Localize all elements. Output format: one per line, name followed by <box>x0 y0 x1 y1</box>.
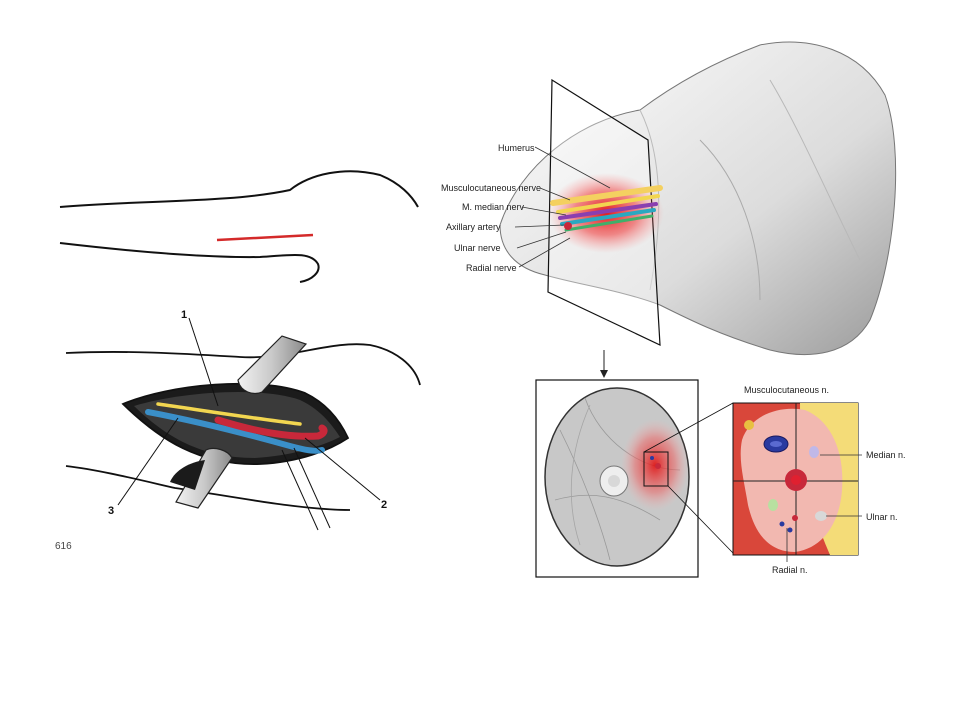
label-radial-nerve: Radial nerve <box>466 263 517 273</box>
label-median-detail: Median n. <box>866 450 906 460</box>
label-3: 3 <box>108 505 114 517</box>
label-ulnar-nerve: Ulnar nerve <box>454 243 501 253</box>
cross-section <box>535 379 734 578</box>
label-axillary-artery: Axillary artery <box>446 222 501 232</box>
retractor-bottom <box>175 447 233 509</box>
arm-outline-sketch <box>59 170 419 283</box>
label-2: 2 <box>381 499 387 511</box>
artery-structure <box>214 416 328 440</box>
surgical-exposure: 1 2 3 616 <box>55 309 421 552</box>
vein-structure <box>145 409 325 454</box>
page-mark: 616 <box>55 541 72 552</box>
arm-illustration: Humerus Musculocutaneous nerve M. median… <box>441 41 897 378</box>
label-musculocutaneous-nerve: Musculocutaneous nerve <box>441 183 541 193</box>
arm-body <box>499 41 897 355</box>
retractor-top <box>237 335 308 395</box>
incision-line <box>216 233 314 242</box>
label-radial-detail: Radial n. <box>772 565 808 575</box>
label-median-nerve: M. median nerv <box>462 202 525 212</box>
label-1: 1 <box>181 309 187 321</box>
label-humerus: Humerus <box>498 143 535 153</box>
nerve-structure <box>156 402 302 426</box>
label-ulnar-detail: Ulnar n. <box>866 512 898 522</box>
detail-enlargement: Musculocutaneous n. Median n. Ulnar n. R… <box>732 385 906 575</box>
label-musculocutaneous-detail: Musculocutaneous n. <box>744 385 829 395</box>
